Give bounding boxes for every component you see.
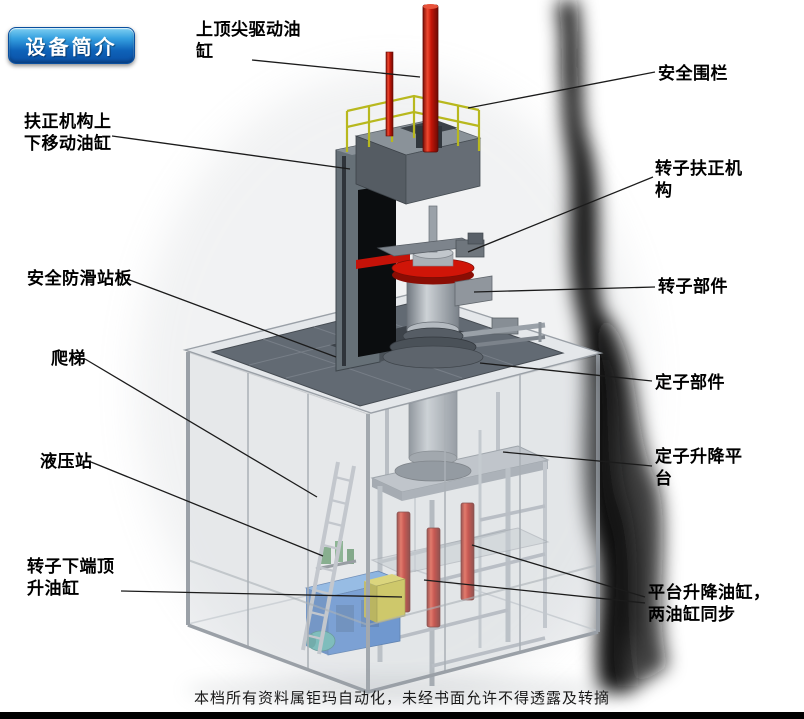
leader-line [251, 59, 421, 78]
label-safety-fence: 安全围栏 [658, 64, 728, 83]
centering-mechanism [376, 232, 493, 307]
smoke-foreground [596, 358, 640, 686]
label-rotor-bottom-jack-cylinder: 转子下端顶 升油缸 [27, 557, 115, 599]
leader-line [473, 286, 656, 293]
leader-line [90, 461, 324, 557]
leader-line [84, 358, 318, 498]
top-red-cylinders [385, 4, 439, 153]
label-ladder: 爬梯 [51, 349, 86, 368]
leader-line [502, 451, 653, 467]
label-stator-lift-platform: 定子升降平 台 [655, 447, 743, 489]
leader-line [120, 590, 403, 598]
leader-lines [84, 59, 656, 604]
leader-line [471, 544, 646, 598]
copyright-text: 本档所有资料属钜玛自动化，未经书面允许不得透露及转摘 [193, 690, 610, 707]
label-rotor-component: 转子部件 [658, 277, 728, 296]
leader-line [479, 362, 653, 382]
label-hydraulic-station: 液压站 [40, 452, 93, 471]
label-centering-lift-cylinder: 扶正机构上 下移动油缸 [24, 112, 112, 154]
label-stator-component: 定子部件 [655, 373, 725, 392]
rotor-stack [382, 205, 484, 369]
enclosure [186, 351, 600, 694]
leader-line [423, 579, 646, 604]
leader-line [467, 71, 656, 109]
equipment-intro-badge[interactable]: 设备简介 [8, 27, 135, 64]
lower-red-cylinders [396, 502, 475, 628]
leader-line [467, 176, 654, 253]
inner-frame [187, 302, 599, 686]
leader-line [126, 278, 337, 358]
label-top-tip-drive-cylinder: 上顶尖驱动油 缸 [196, 20, 301, 62]
label-platform-lift-cylinders: 平台升降油缸， 两油缸同步 [648, 583, 771, 625]
label-rotor-centering-mechanism: 转子扶正机 构 [655, 159, 743, 201]
label-anti-slip-platform: 安全防滑站板 [27, 269, 132, 288]
bottom-bar [0, 712, 804, 719]
leader-line [111, 135, 351, 170]
ground-shadow [185, 676, 615, 704]
